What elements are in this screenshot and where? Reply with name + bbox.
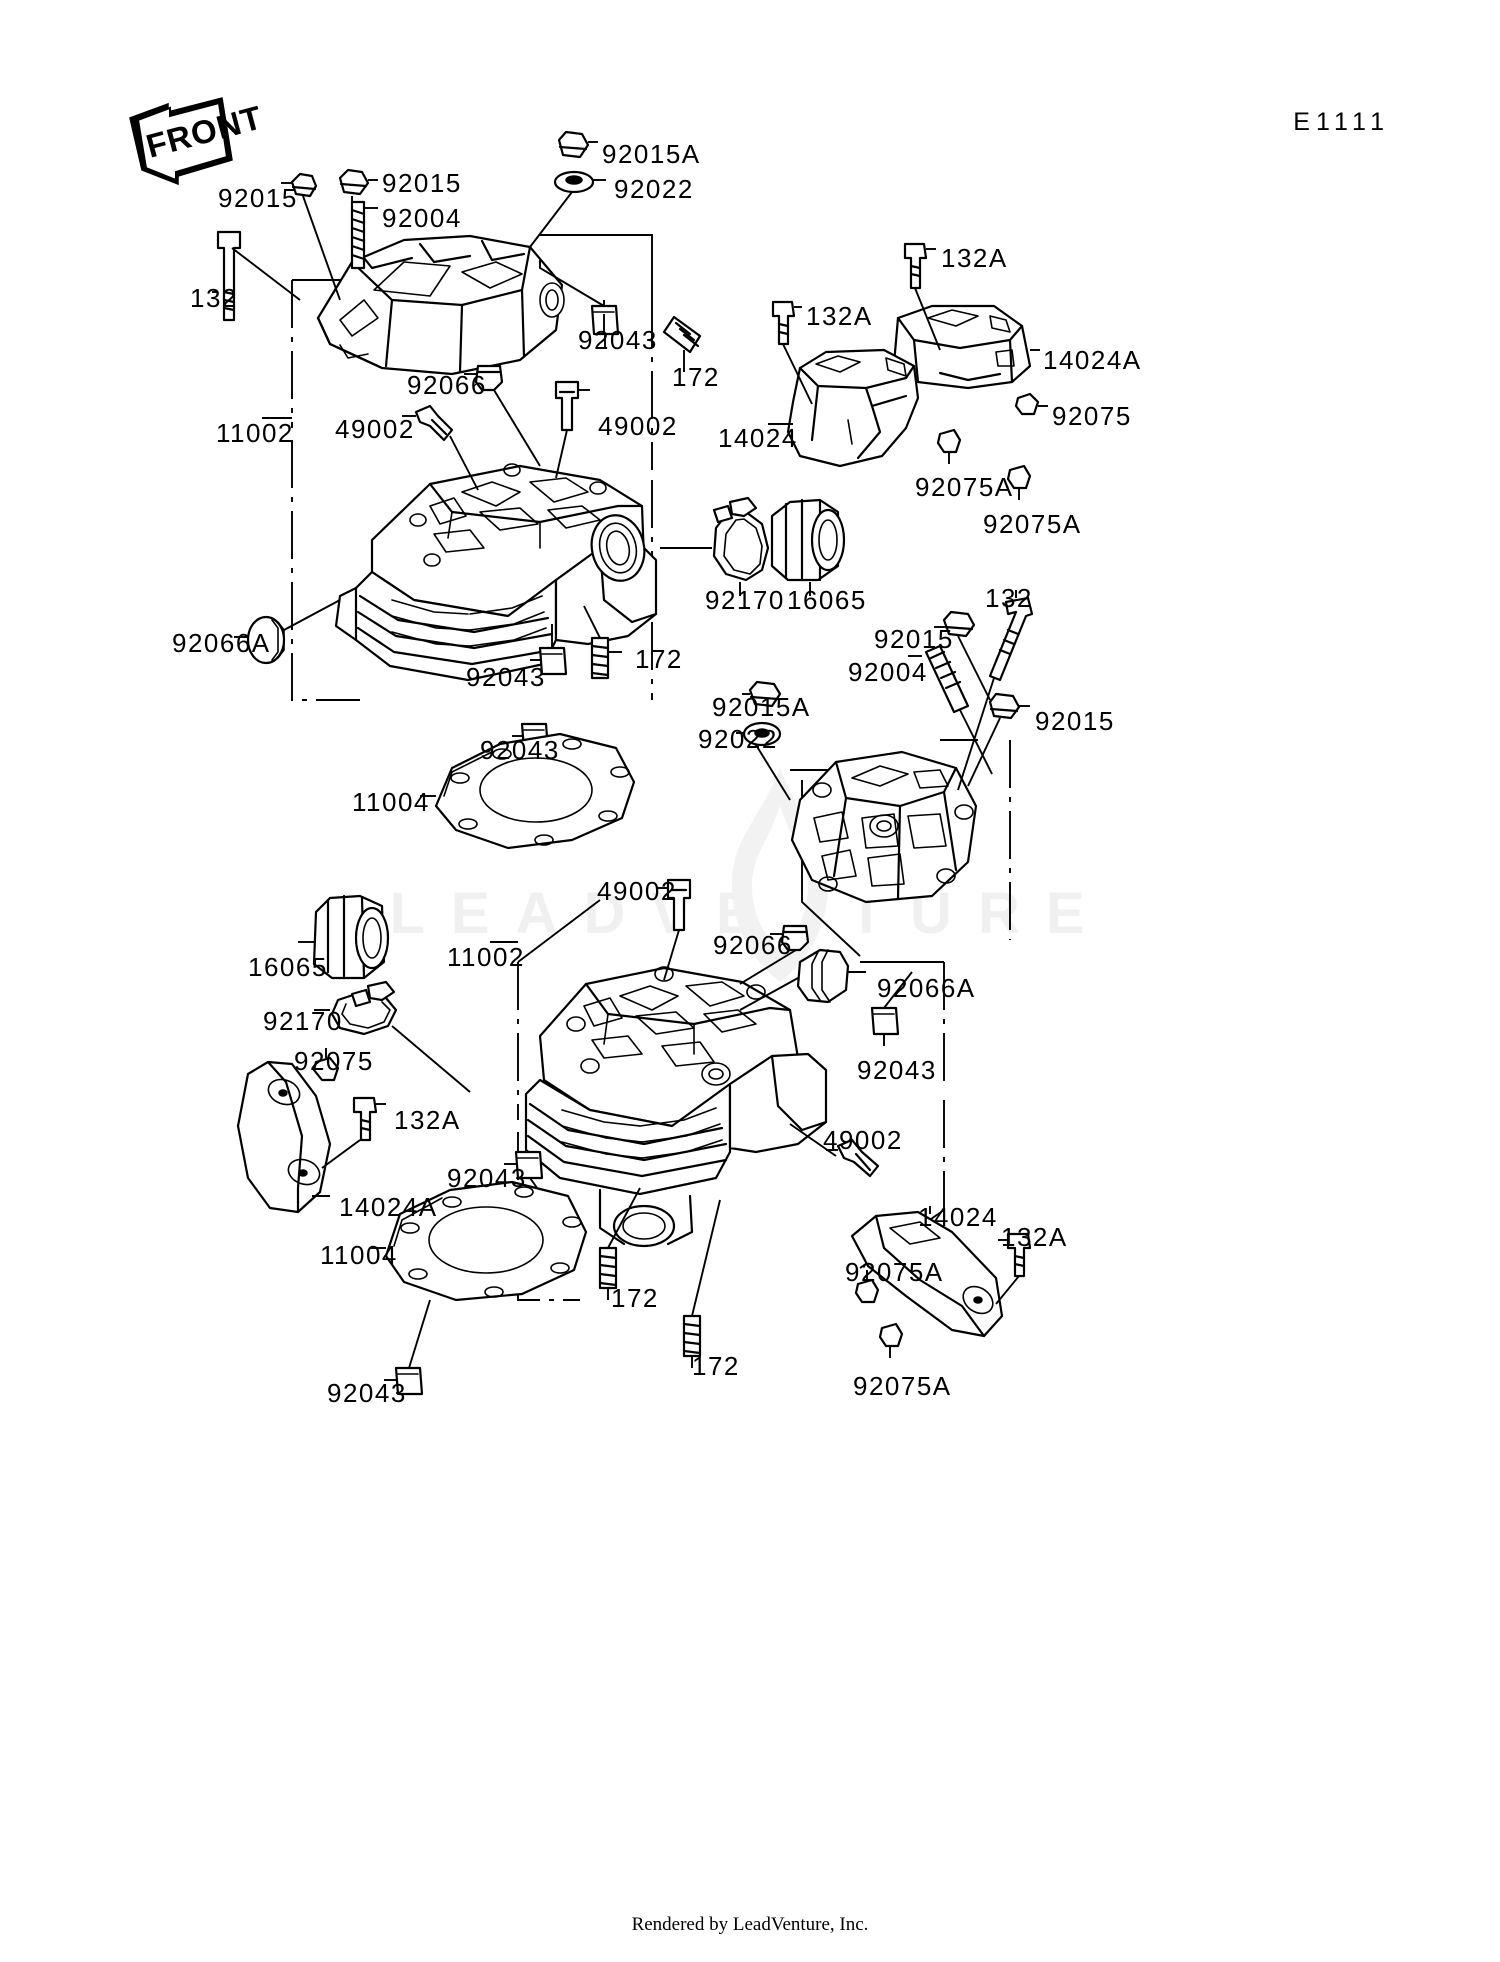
part-92015-b — [338, 168, 378, 222]
callout-92075A-bottom-right: 92075A — [853, 1371, 952, 1401]
diagram-code: E1111 — [1293, 108, 1390, 136]
callout-92015-rear-right: 92015 — [1035, 706, 1115, 736]
callout-14024A-lower: 14024A — [339, 1192, 438, 1222]
callout-92043-bottom-left: 92043 — [327, 1378, 407, 1408]
footer-attribution: Rendered by LeadVenture, Inc. — [631, 1914, 869, 1935]
callout-11002-lower: 11002 — [447, 942, 525, 972]
callout-92075A-bottom-left: 92075A — [845, 1257, 944, 1287]
callout-92066-upper: 92066 — [407, 370, 487, 400]
callout-92066-lower: 92066 — [713, 930, 793, 960]
callout-11004-upper: 11004 — [352, 787, 430, 817]
callout-132A-lower-left: 132A — [394, 1105, 461, 1135]
callout-132A-lower-right: 132A — [1001, 1222, 1068, 1252]
callout-132A-upper-left: 132A — [806, 301, 873, 331]
part-132-rear — [957, 590, 1034, 791]
valve-cover-upper — [316, 234, 565, 376]
callout-92004-rear: 92004 — [848, 657, 928, 687]
part-92022-upper — [529, 170, 606, 248]
callout-92043-mid-lower: 92043 — [480, 735, 560, 765]
part-92004-upper — [350, 200, 378, 270]
callout-172-mid: 172 — [635, 644, 683, 674]
callout-11004-lower: 11004 — [320, 1240, 398, 1270]
callout-132-upper-left: 132 — [190, 283, 238, 313]
svg-text:FRONT: FRONT — [142, 98, 266, 164]
part-16065-middle — [770, 498, 846, 596]
part-92015-rear-right — [967, 692, 1030, 787]
callout-92015-upper-mid: 92015 — [382, 168, 462, 198]
callout-92066A-upper: 92066A — [172, 628, 271, 658]
part-92170-middle — [712, 496, 770, 596]
part-92075-upper — [1014, 392, 1048, 416]
callout-49002-lower-right: 49002 — [823, 1125, 903, 1155]
part-172-bottom-right — [682, 1199, 721, 1368]
callout-49002-upper-right: 49002 — [598, 411, 678, 441]
callout-132A-upper-right: 132A — [941, 243, 1008, 273]
callout-49002-lower-upper: 49002 — [597, 876, 677, 906]
part-92015A-upper — [557, 130, 598, 159]
part-92043-upper — [539, 260, 620, 336]
callout-92066A-lower: 92066A — [877, 973, 976, 1003]
part-14024A-lower — [236, 1060, 332, 1214]
callout-92015A-rear: 92015A — [712, 692, 811, 722]
callout-92075A-upper-right: 92075A — [983, 509, 1082, 539]
callout-92043-lower-right: 92043 — [857, 1055, 937, 1085]
callout-172-bottom-right: 172 — [692, 1351, 740, 1381]
callout-16065-lower: 16065 — [248, 952, 328, 982]
callout-92043-mid-upper: 92043 — [466, 662, 546, 692]
callout-92004-upper: 92004 — [382, 203, 462, 233]
cylinder-head-upper — [334, 463, 658, 682]
callout-92015A-upper: 92015A — [602, 139, 701, 169]
cylinder-head-lower — [524, 966, 828, 1248]
callout-14024A-upper: 14024A — [1043, 345, 1142, 375]
part-132A-upper-right — [903, 242, 941, 351]
callout-92075A-upper-left: 92075A — [915, 472, 1014, 502]
callout-14024-lower: 14024 — [918, 1202, 998, 1232]
callout-14024-upper: 14024 — [718, 423, 798, 453]
callout-172-bottom-left: 172 — [611, 1283, 659, 1313]
callout-92170-middle: 92170 — [705, 585, 785, 615]
callout-92075-lower: 92075 — [294, 1046, 374, 1076]
callout-92015-upper-left: 92015 — [218, 183, 298, 213]
part-49002-upper-right — [554, 380, 590, 479]
callout-92075-upper: 92075 — [1052, 401, 1132, 431]
callout-92015-rear-left: 92015 — [874, 624, 954, 654]
callout-172-upper: 172 — [672, 362, 720, 392]
callout-49002-upper-left: 49002 — [335, 414, 415, 444]
callout-11002-upper: 11002 — [216, 418, 294, 448]
callout-92043-upper: 92043 — [578, 325, 658, 355]
part-92075A-upper-left — [936, 428, 962, 464]
part-14024A-upper — [892, 304, 1040, 390]
part-132A-lower-left — [321, 1096, 386, 1169]
part-172-mid — [583, 605, 622, 680]
callout-92022-upper: 92022 — [614, 174, 694, 204]
callout-92170-lower: 92170 — [263, 1006, 343, 1036]
part-92075A-bottom-right — [878, 1322, 904, 1358]
callout-92043-bottom-mid: 92043 — [447, 1163, 527, 1193]
callout-132-rear: 132 — [985, 583, 1033, 613]
callout-16065-middle: 16065 — [787, 585, 867, 615]
callout-92022-rear: 92022 — [698, 724, 778, 754]
valve-cover-rear — [790, 750, 978, 904]
front-arrow-icon: FRONT — [129, 97, 266, 186]
